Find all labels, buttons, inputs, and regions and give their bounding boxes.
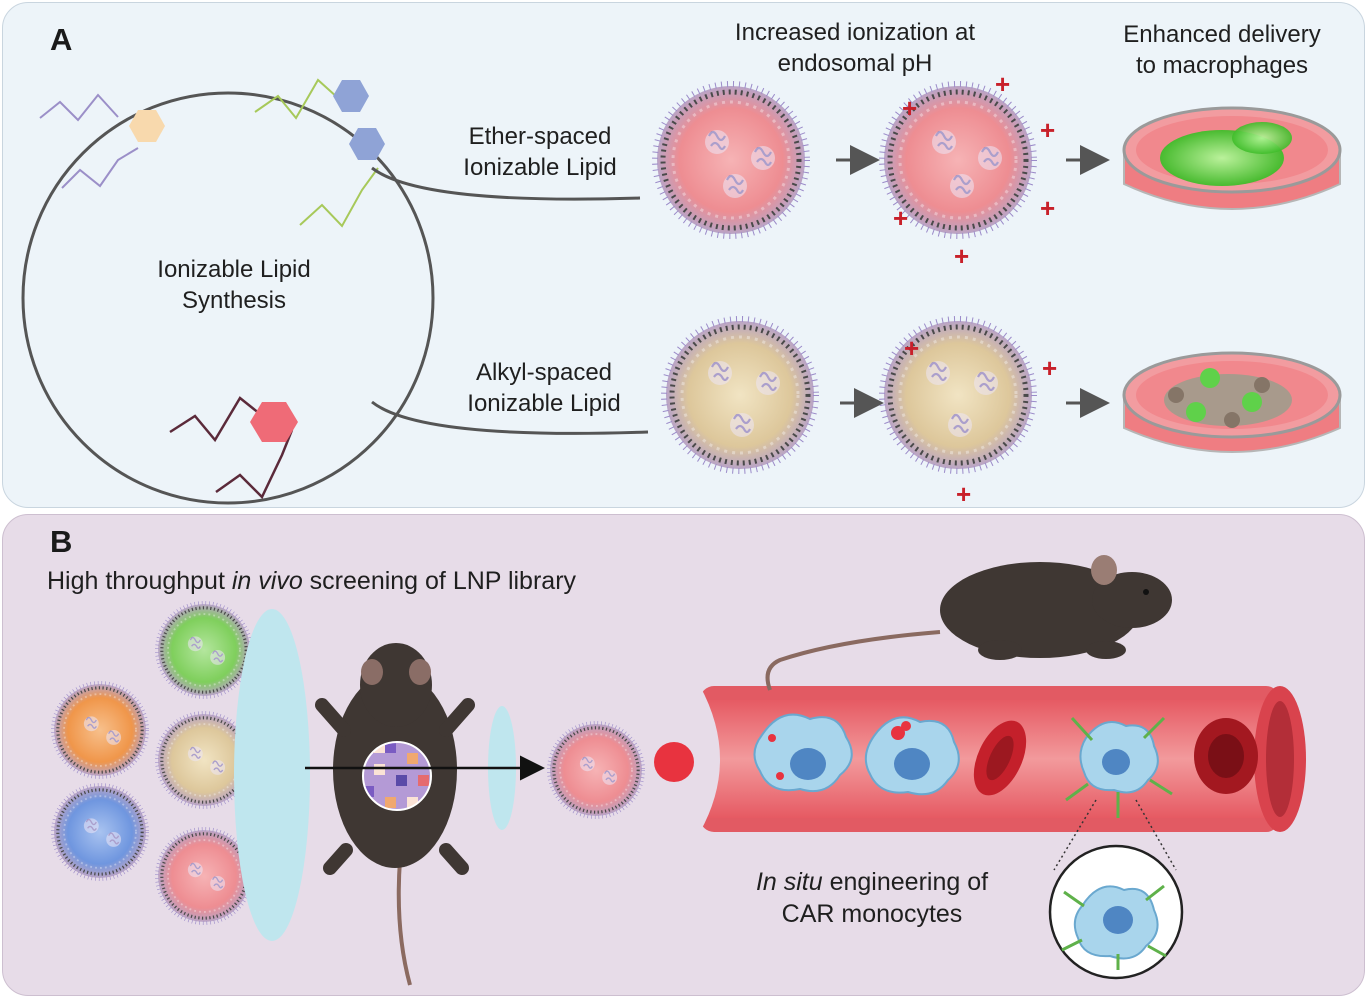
alkyl-lipid-label-line2: Ionizable Lipid (467, 389, 621, 417)
petri-dish-ether-icon (1122, 106, 1342, 210)
monocyte-icon (753, 713, 853, 793)
lnp-alkyl-2-icon (882, 319, 1034, 471)
lnp-library-green-icon (155, 601, 253, 699)
red-lipid-icon (169, 396, 298, 500)
ionization-label-line1: Increased ionization at (734, 19, 976, 46)
lnp-library-red-icon (155, 827, 253, 925)
engineering-label-line1: In situ engineering of (756, 866, 988, 898)
blue-lipid-icon (254, 78, 385, 228)
screening-heading: High throughput in vivo screening of LNP… (47, 565, 576, 597)
engineering-label-italic: In situ (755, 868, 823, 896)
ether-connector (371, 166, 641, 201)
car-monocyte-icon (1065, 716, 1173, 818)
ionization-label: Increased ionization at endosomal pH (735, 18, 975, 79)
screening-heading-pre: High throughput (47, 567, 232, 595)
panel-b-letter: B (50, 524, 73, 559)
monocyte-icon (864, 716, 960, 796)
alkyl-lipid-label: Alkyl-spaced Ionizable Lipid (467, 358, 620, 419)
synthesis-label-line2: Synthesis (181, 286, 287, 314)
panel-a-letter: A (50, 22, 73, 57)
ether-lipid-label: Ether-spaced Ionizable Lipid (463, 122, 616, 183)
engineering-label-line2: CAR monocytes (781, 900, 963, 928)
ether-lipid-label-line2: Ionizable Lipid (463, 153, 617, 181)
ether-lipid-label-line1: Ether-spaced (468, 123, 612, 150)
screening-heading-post: screening of LNP library (302, 567, 577, 595)
lnp-library-orange-icon (51, 681, 149, 779)
charge-plus: + (1042, 353, 1058, 383)
red-blood-cell-icon (1194, 718, 1258, 794)
charge-plus: + (995, 69, 1011, 99)
mouse-topdown-icon (315, 643, 475, 986)
charge-plus: + (956, 479, 972, 509)
charge-plus: + (954, 241, 970, 271)
delivery-label-line1: Enhanced delivery (1123, 21, 1321, 48)
delivery-label: Enhanced delivery to macrophages (1123, 20, 1320, 81)
charge-plus: + (902, 93, 918, 123)
barcode-patch-icon (362, 741, 432, 811)
alkyl-connector (371, 400, 649, 435)
synthesis-label: Ionizable Lipid Synthesis (157, 255, 310, 316)
delivery-label-line2: to macrophages (1135, 51, 1309, 79)
droplet-large (654, 742, 694, 782)
synthesis-label-line1: Ionizable Lipid (157, 256, 311, 283)
lnp-selected-icon (547, 721, 645, 819)
mouse-side-icon (765, 555, 1172, 691)
engineering-label: In situ engineering of CAR monocytes (756, 866, 988, 930)
lnp-ether-2-icon (882, 84, 1034, 236)
lens-large (234, 609, 310, 941)
petri-dish-alkyl-icon (1122, 351, 1342, 453)
charge-plus: + (904, 333, 920, 363)
charge-plus: + (1040, 193, 1056, 223)
lnp-library-tan-icon (155, 711, 253, 809)
charge-plus: + (893, 203, 909, 233)
screening-heading-italic: in vivo (231, 567, 303, 595)
red-blood-cell-icon (973, 720, 1027, 796)
lnp-alkyl-1-icon (664, 319, 816, 471)
car-monocyte-zoom-icon (1061, 884, 1167, 970)
lnp-library-blue-icon (51, 783, 149, 881)
engineering-label-post: engineering of (822, 868, 989, 896)
ionization-label-line2: endosomal pH (777, 49, 933, 77)
alkyl-lipid-label-line1: Alkyl-spaced (475, 359, 613, 386)
synthesis-circle (21, 91, 435, 505)
charge-plus: + (1040, 115, 1056, 145)
lnp-ether-1-icon (655, 84, 807, 236)
peach-lipid-icon (39, 93, 165, 189)
